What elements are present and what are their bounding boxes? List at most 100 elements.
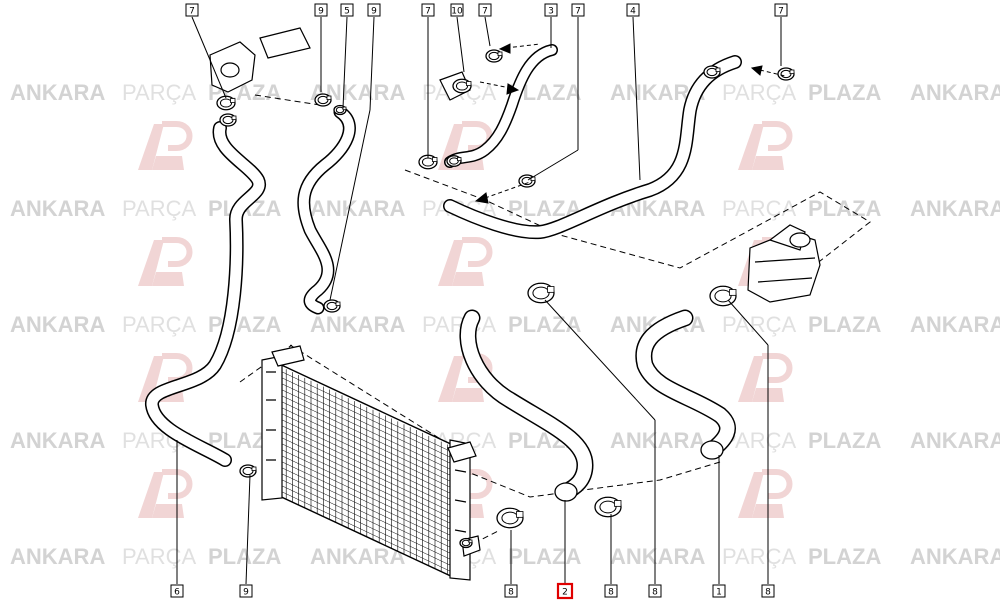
hose-clamp <box>496 507 524 529</box>
callout-box <box>450 3 464 17</box>
callout-6: 6 <box>170 584 184 598</box>
watermark-word-3: PLAZA <box>808 428 881 453</box>
callout-box <box>648 584 662 598</box>
radiator-fin-horizontal <box>275 380 455 466</box>
callout-box <box>421 3 435 17</box>
callout-label: 4 <box>630 6 636 16</box>
callout-10: 10 <box>450 3 464 17</box>
watermark-word-1: ANKARA <box>10 312 105 337</box>
watermark-word-1: ANKARA <box>310 196 405 221</box>
callout-8: 8 <box>761 584 775 598</box>
watermark-logo <box>138 469 193 518</box>
radiator-fin-horizontal <box>275 458 455 544</box>
callout-box <box>761 584 775 598</box>
radiator-fin-horizontal <box>275 386 455 472</box>
callout-box <box>170 584 184 598</box>
hose-1 <box>635 309 736 460</box>
watermark-word-2: PARÇA <box>722 544 796 569</box>
callout-label: 7 <box>189 6 195 16</box>
callout-7: 7 <box>774 3 788 17</box>
callout-box <box>239 584 253 598</box>
radiator-fin-horizontal <box>275 422 455 508</box>
hose-5 <box>297 105 356 315</box>
callout-box <box>604 584 618 598</box>
watermark-logo <box>438 237 493 286</box>
coolant-bottle-neck <box>209 27 311 93</box>
watermark-logo <box>138 121 193 170</box>
callout-box <box>504 584 518 598</box>
hose-clamp <box>709 285 737 307</box>
callout-label: 7 <box>425 6 431 16</box>
hose-clamp <box>594 496 622 518</box>
watermark-word-1: ANKARA <box>910 80 1000 105</box>
thermostat-housing <box>747 224 821 303</box>
hose-clamp <box>459 537 473 549</box>
radiator-fin-horizontal <box>275 452 455 538</box>
hose-clamp <box>452 78 472 94</box>
watermark-word-2: PARÇA <box>422 312 496 337</box>
radiator-fin-horizontal <box>275 482 455 568</box>
callout-9: 9 <box>367 3 381 17</box>
callout-7: 7 <box>421 3 435 17</box>
radiator-fin-horizontal <box>275 464 455 550</box>
callout-box <box>367 3 381 17</box>
radiator-fin-horizontal <box>275 476 455 562</box>
callout-box <box>626 3 640 17</box>
callout-9: 9 <box>239 584 253 598</box>
callout-label: 7 <box>778 6 784 16</box>
assembly-arrows <box>474 43 786 204</box>
callout-7: 7 <box>478 3 492 17</box>
callout-label: 8 <box>652 587 658 597</box>
callout-8: 8 <box>648 584 662 598</box>
watermark-word-2: PARÇA <box>722 196 796 221</box>
callout-box <box>314 3 328 17</box>
watermark-logo <box>738 353 793 402</box>
hose-clamp <box>219 113 237 127</box>
watermark-word-1: ANKARA <box>10 544 105 569</box>
callout-label: 9 <box>371 6 377 16</box>
watermark-word-1: ANKARA <box>910 428 1000 453</box>
callout-label: 7 <box>482 6 488 16</box>
hose-2 <box>459 309 594 502</box>
watermark-word-3: PLAZA <box>808 196 881 221</box>
radiator-fin-horizontal <box>275 434 455 520</box>
radiator-fin-horizontal <box>275 398 455 484</box>
callout-8: 8 <box>604 584 618 598</box>
callout-1: 1 <box>712 584 726 598</box>
watermark-word-1: ANKARA <box>610 428 705 453</box>
hose-2-end <box>554 482 578 502</box>
callout-box <box>571 3 585 17</box>
watermark-logo <box>738 121 793 170</box>
hose-clamp <box>323 299 341 313</box>
watermark-word-1: ANKARA <box>910 196 1000 221</box>
radiator-fin-horizontal <box>275 440 455 526</box>
watermark-word-3: PLAZA <box>808 80 881 105</box>
watermark-word-3: PLAZA <box>208 312 281 337</box>
watermark-word-2: PARÇA <box>122 80 196 105</box>
watermark-word-1: ANKARA <box>610 544 705 569</box>
hose-clamp <box>216 95 236 111</box>
callout-3: 3 <box>544 3 558 17</box>
radiator-fin-horizontal <box>275 488 455 574</box>
callout-box <box>185 3 199 17</box>
callout-2: 2 <box>556 582 574 600</box>
hose-3 <box>444 44 558 168</box>
radiator-fin-horizontal <box>275 392 455 478</box>
callout-label: 2 <box>562 587 568 597</box>
radiator-fins <box>275 366 455 578</box>
callout-7: 7 <box>185 3 199 17</box>
callout-label: 3 <box>548 6 554 16</box>
watermark-word-2: PARÇA <box>122 312 196 337</box>
watermark-word-1: ANKARA <box>10 196 105 221</box>
callout-label: 8 <box>608 587 614 597</box>
callout-label: 5 <box>344 6 350 16</box>
hose-4 <box>443 55 742 240</box>
callout-label: 8 <box>765 587 771 597</box>
hose-1-end <box>700 440 724 460</box>
radiator-right-bracket <box>447 441 481 557</box>
watermark-word-1: ANKARA <box>310 312 405 337</box>
watermark-logo <box>738 469 793 518</box>
hose-clamp <box>446 155 462 167</box>
